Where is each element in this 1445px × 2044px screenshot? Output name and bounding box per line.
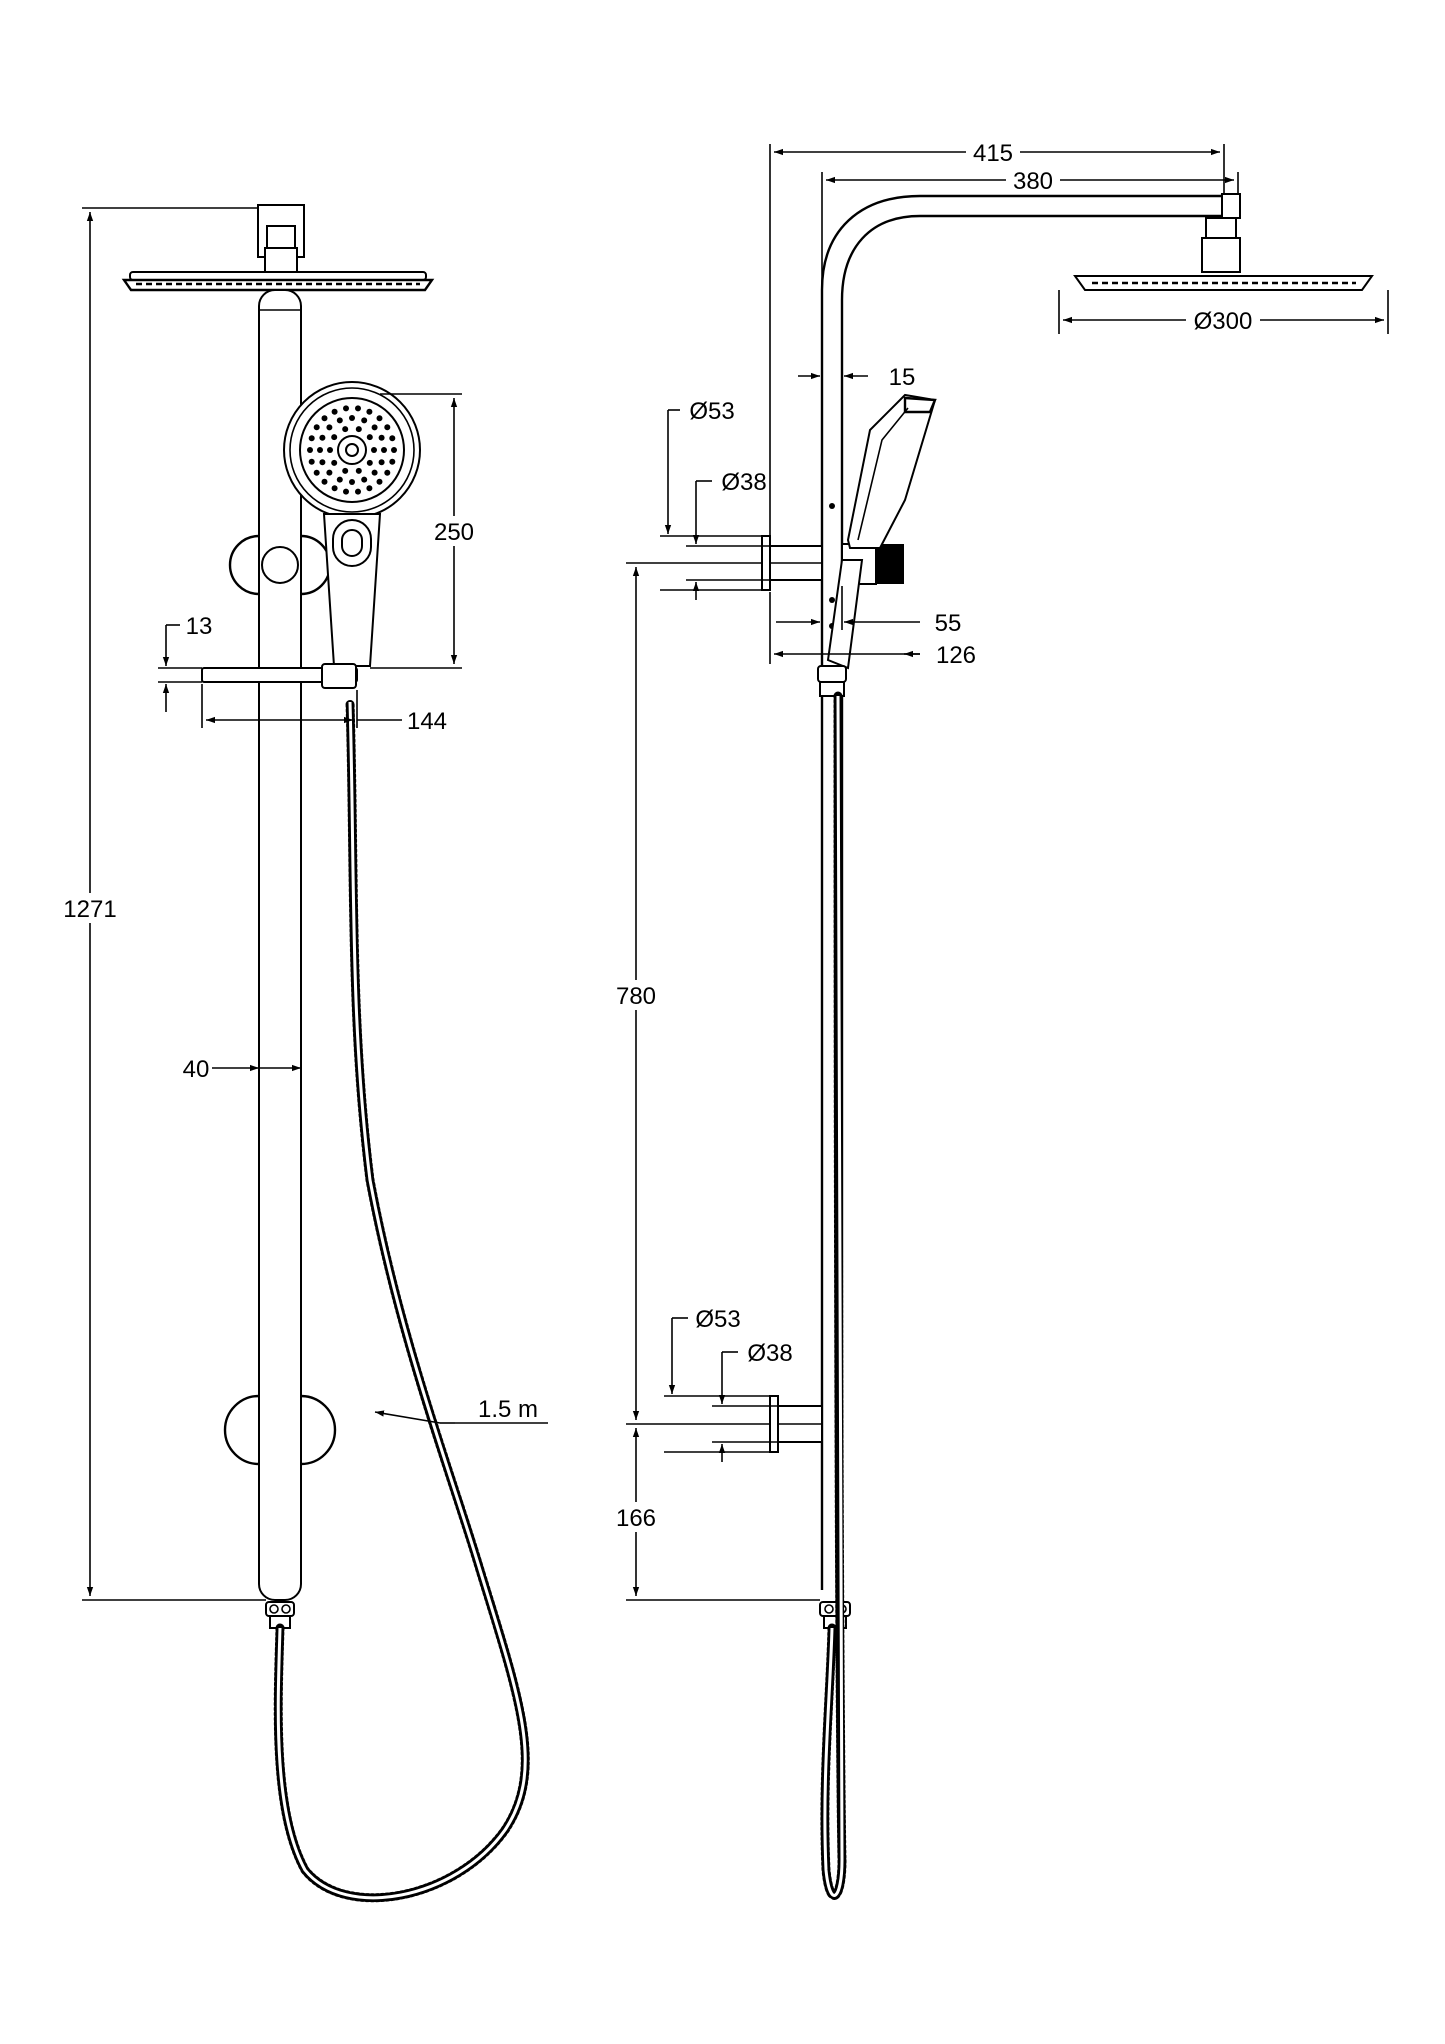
- nozzle-dot: [331, 434, 338, 441]
- nozzle-dot: [313, 424, 320, 431]
- nozzle-dot: [307, 447, 313, 453]
- dim-upper-flange-inner: Ø38: [721, 469, 766, 496]
- front-hose: [273, 697, 530, 1903]
- nozzle-dot: [391, 447, 397, 453]
- dim-lower-flange-outer: Ø53: [695, 1306, 740, 1333]
- nozzle-dot: [327, 447, 333, 453]
- nozzle-dot: [331, 485, 338, 492]
- side-shower-head: [1073, 275, 1374, 291]
- nozzle-dot: [366, 408, 373, 415]
- nozzle-pattern: [307, 405, 397, 495]
- nozzle-dot: [389, 458, 396, 465]
- nozzle-dot: [343, 405, 349, 412]
- dim-total-height: 1271: [63, 896, 116, 923]
- side-hand-shower: [826, 393, 937, 670]
- nozzle-dot: [355, 488, 361, 495]
- mixer-knob: [223, 1394, 337, 1466]
- nozzle-dot: [355, 405, 361, 412]
- nozzle-dot: [342, 467, 349, 474]
- front-view: [121, 204, 530, 1903]
- nozzle-dot: [331, 408, 338, 415]
- dim-upper-flange-outer: Ø53: [689, 398, 734, 425]
- nozzle-dot: [355, 467, 362, 474]
- nozzle-dot: [331, 459, 338, 466]
- side-dimensions: 415 380 Ø300 15 Ø53 Ø38 55: [610, 138, 1389, 1601]
- nozzle-dot: [355, 426, 362, 433]
- dim-shower-head-diameter: Ø300: [1194, 308, 1253, 335]
- nozzle-dot: [313, 469, 320, 476]
- nozzle-dot: [384, 469, 391, 476]
- nozzle-dot: [381, 447, 387, 453]
- nozzle-dot: [326, 424, 333, 431]
- nozzle-dot: [384, 424, 391, 431]
- nozzle-dot: [321, 415, 328, 422]
- dim-holder-depth-total: 126: [936, 642, 976, 669]
- nozzle-dot: [336, 476, 343, 483]
- dim-holder-depth: 55: [935, 610, 962, 637]
- nozzle-dot: [321, 478, 328, 485]
- nozzle-dot: [389, 435, 396, 442]
- nozzle-dot: [378, 459, 385, 466]
- nozzle-dot: [349, 479, 355, 485]
- dim-arm-tube: 15: [889, 364, 916, 391]
- upper-bracket: [761, 535, 823, 591]
- dim-arm-reach-total: 415: [973, 140, 1013, 167]
- front-rail: [258, 289, 302, 1601]
- nozzle-dot: [376, 478, 383, 485]
- nozzle-dot: [371, 424, 378, 431]
- side-view: [761, 193, 1374, 1900]
- side-arm: [820, 194, 1236, 1590]
- dim-lower-flange-inner: Ø38: [747, 1340, 792, 1367]
- nozzle-dot: [361, 476, 368, 483]
- nozzle-dot: [371, 469, 378, 476]
- dim-hose-length: 1.5 m: [478, 1396, 538, 1423]
- nozzle-dot: [336, 417, 343, 424]
- front-dimensions: 1271 40 250 13 144 1.5 m: [55, 207, 548, 1601]
- nozzle-dot: [319, 434, 326, 441]
- nozzle-dot: [308, 435, 315, 442]
- nozzle-dot: [371, 447, 377, 453]
- nozzle-dot: [326, 469, 333, 476]
- dim-arm-reach: 380: [1013, 168, 1053, 195]
- lower-bracket: [769, 1395, 823, 1453]
- dim-lower-bracket-height: 166: [616, 1505, 656, 1532]
- nozzle-dot: [349, 415, 355, 421]
- nozzle-dot: [308, 458, 315, 465]
- nozzle-dot: [378, 434, 385, 441]
- nozzle-dot: [366, 459, 373, 466]
- dim-handshower-height: 250: [434, 519, 474, 546]
- nozzle-dot: [343, 488, 349, 495]
- dim-upper-bracket-height: 780: [616, 983, 656, 1010]
- nozzle-dot: [376, 415, 383, 422]
- dim-rail-width: 40: [183, 1056, 210, 1083]
- nozzle-dot: [361, 417, 368, 424]
- front-shower-head: [121, 271, 435, 292]
- nozzle-dot: [342, 426, 349, 433]
- nozzle-dot: [319, 459, 326, 466]
- front-shelf: [201, 663, 358, 689]
- nozzle-dot: [366, 434, 373, 441]
- front-hand-shower: [283, 381, 421, 667]
- dim-shelf-thickness: 13: [186, 613, 213, 640]
- nozzle-dot: [317, 447, 323, 453]
- nozzle-dot: [366, 485, 373, 492]
- dim-shelf-length: 144: [407, 708, 447, 735]
